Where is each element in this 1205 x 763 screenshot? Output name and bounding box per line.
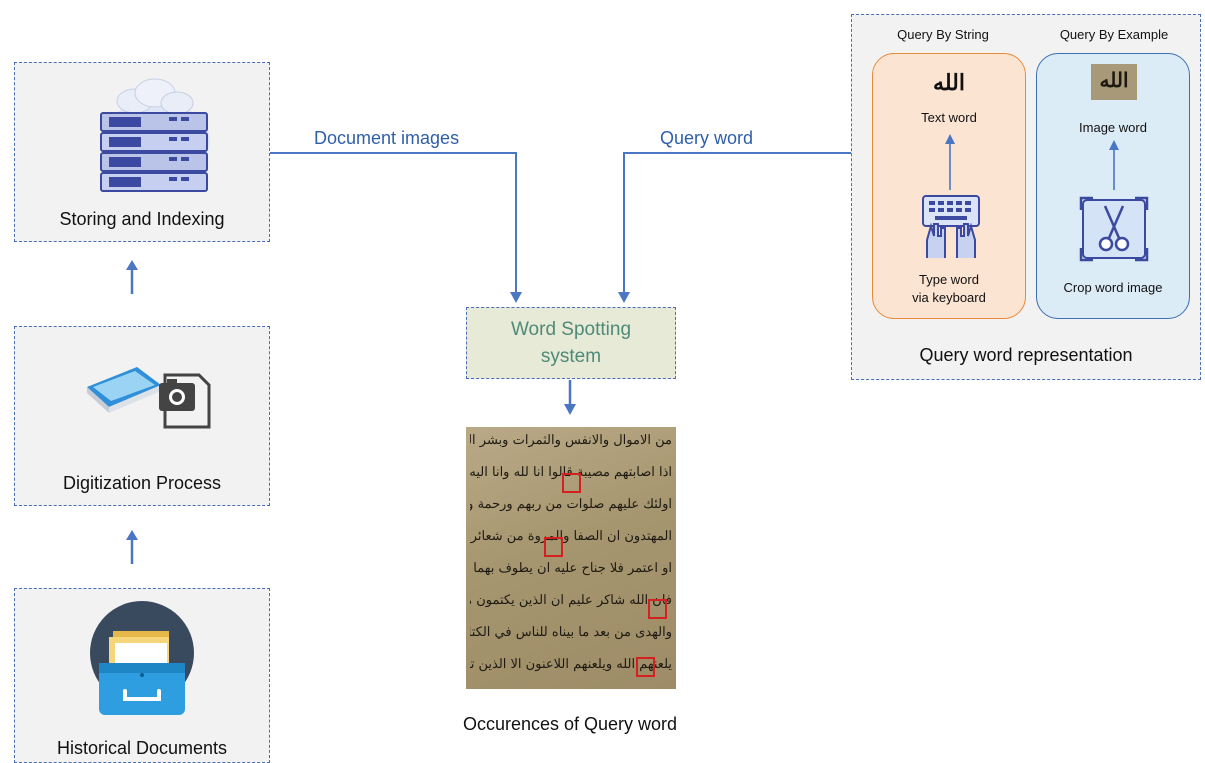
text-word-label: Text word <box>921 110 977 125</box>
query-representation-panel: Query By String Query By Example الله Te… <box>851 14 1201 380</box>
document-images-connector-v <box>515 152 517 294</box>
arrow-crop-to-image <box>1109 140 1119 190</box>
text-word-glyph: الله <box>933 70 965 96</box>
occurrence-highlight <box>544 537 563 557</box>
document-images-connector-h <box>270 152 516 154</box>
manuscript-line: المهتدون ان الصفا والمروة من شعائر الله … <box>470 529 672 544</box>
query-word-connector-v <box>623 152 625 294</box>
storing-indexing-label: Storing and Indexing <box>59 209 225 229</box>
arrow-spotting-to-results <box>564 380 576 415</box>
crop-word-label: Crop word image <box>1063 280 1163 295</box>
manuscript-line: فان الله شاكر عليم ان الذين يكتمون ما ان… <box>470 593 672 608</box>
server-cloud-icon <box>100 78 210 192</box>
historical-documents-label: Historical Documents <box>56 738 228 758</box>
arrow-digitization-to-storing <box>126 260 138 294</box>
document-images-arrowhead <box>510 292 522 303</box>
manuscript-line: او اعتمر فلا جناح عليه ان يطوف بهما ومن … <box>470 561 672 576</box>
manuscript-line: اذا اصابتهم مصيبة قالوا انا لله وانا الي… <box>470 465 672 480</box>
query-by-example-box: الله Image word Crop word image <box>1036 53 1190 319</box>
digitization-node: Digitization Process <box>14 326 270 506</box>
occurrence-highlight <box>636 657 655 677</box>
keyboard-hands-icon <box>922 195 980 258</box>
scissors-crop-icon <box>1079 196 1149 262</box>
manuscript-line: اولئك عليهم صلوات من ربهم ورحمة واولئك ه… <box>470 497 672 512</box>
historical-documents-node: Historical Documents <box>14 588 270 763</box>
manuscript-line: والهدى من بعد ما بيناه للناس في الكتاب ا… <box>470 625 672 640</box>
image-word-label: Image word <box>1079 120 1147 135</box>
query-by-string-box: الله Text word Type word via keyboard <box>872 53 1026 319</box>
query-by-string-title: Query By String <box>897 27 989 42</box>
type-word-label-line1: Type word <box>919 272 979 287</box>
query-word-arrowhead <box>618 292 630 303</box>
image-word-thumbnail: الله <box>1091 64 1137 100</box>
manuscript-image: من الاموال والانفس والثمرات وبشر الصابري… <box>466 427 676 689</box>
digitization-label: Digitization Process <box>62 473 222 493</box>
scanner-camera-icon <box>87 367 211 429</box>
manuscript-line: من الاموال والانفس والثمرات وبشر الصابري… <box>470 433 672 448</box>
arrow-historical-to-digitization <box>126 530 138 564</box>
arrow-keyboard-to-text <box>945 134 955 190</box>
query-word-label: Query word <box>660 128 754 148</box>
occurrence-highlight <box>562 473 581 493</box>
file-drawer-icon <box>90 601 194 715</box>
query-by-example-title: Query By Example <box>1059 27 1169 42</box>
word-spotting-node: Word Spotting system <box>466 307 676 379</box>
storing-indexing-node: Storing and Indexing <box>14 62 270 242</box>
type-word-label-line2: via keyboard <box>912 290 986 305</box>
word-spotting-label-line2: system <box>540 346 602 367</box>
word-spotting-label-line1: Word Spotting <box>510 319 632 340</box>
occurrence-highlight <box>648 599 667 619</box>
occurrences-label: Occurences of Query word <box>462 714 678 734</box>
manuscript-line: يلعنهم الله ويلعنهم اللاعنون الا الذين ت… <box>470 657 672 672</box>
document-images-label: Document images <box>314 128 460 148</box>
query-word-connector-h <box>624 152 852 154</box>
image-word-glyph: الله <box>1099 68 1129 92</box>
query-representation-caption: Query word representation <box>919 345 1133 365</box>
